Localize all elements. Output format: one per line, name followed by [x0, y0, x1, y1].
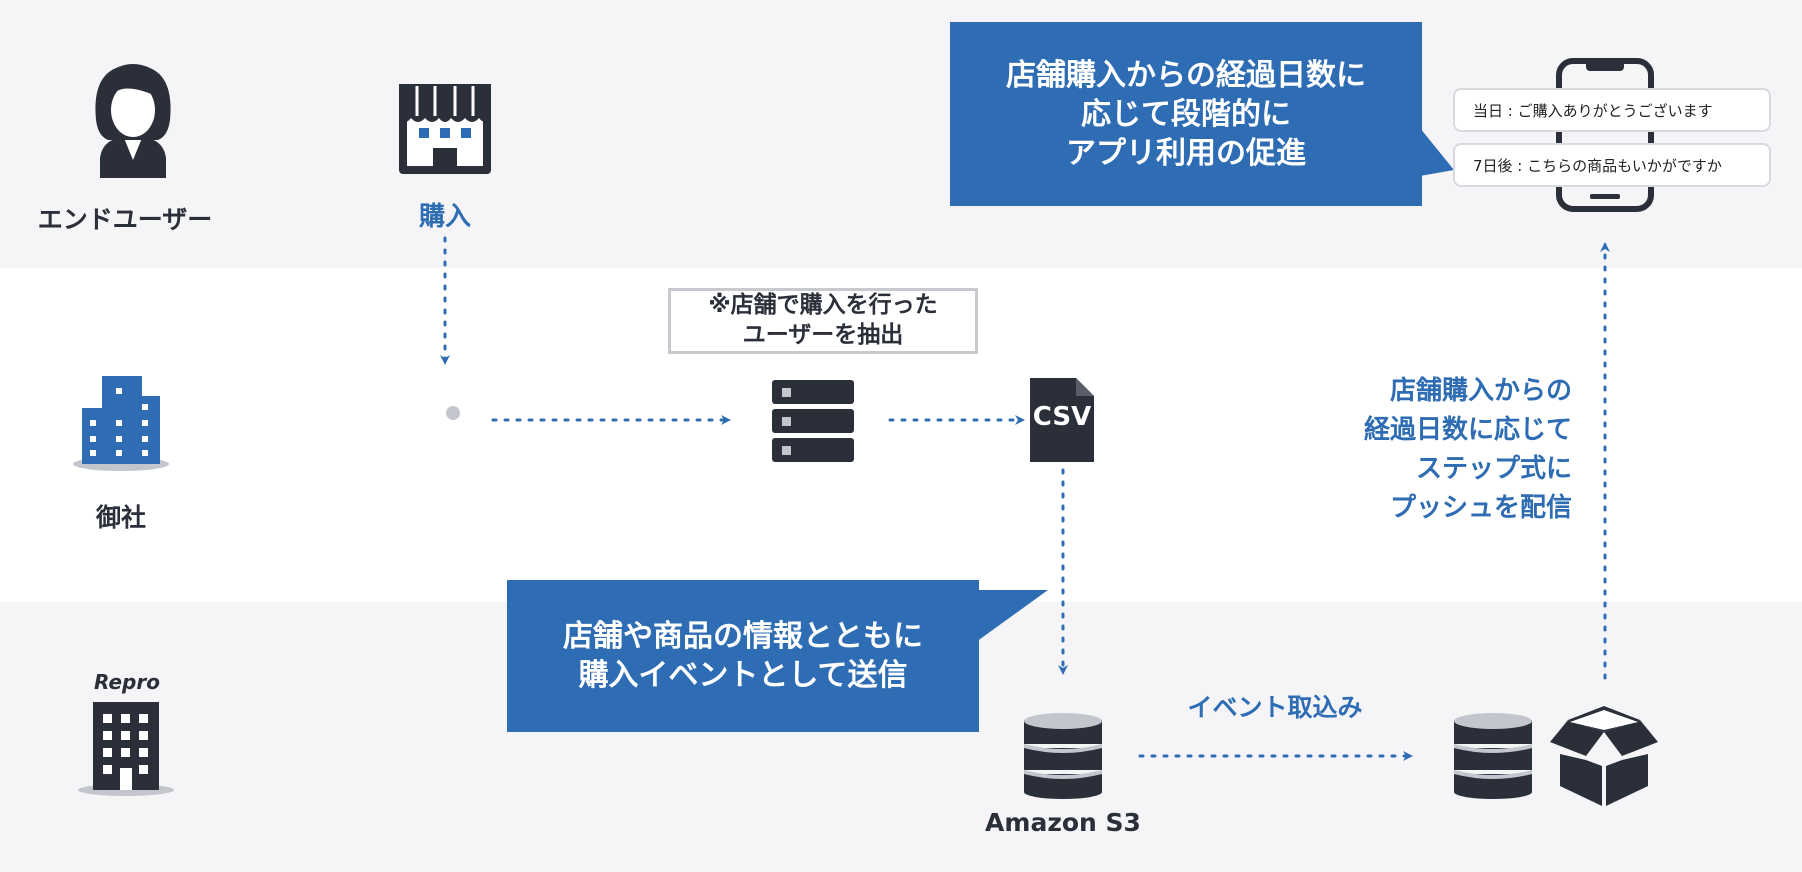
promo-line-2: 応じて段階的に [1081, 96, 1291, 132]
store-label: 購入 [418, 202, 471, 232]
extract-note-line-1: ※店舗で購入を行った [708, 292, 938, 319]
csv-label: CSV [1032, 402, 1092, 432]
end-user-label: エンドユーザー [37, 205, 213, 234]
promo-line-1: 店舗購入からの経過日数に [1006, 57, 1366, 93]
repro-logo: Repro [94, 670, 160, 694]
message-today: 当日 : ご購入ありがとうございます [1453, 88, 1771, 132]
s3-database-icon [1022, 712, 1104, 800]
building-icon [70, 374, 172, 474]
push-line-4: プッシュを配信 [1389, 493, 1572, 523]
push-description: 店舗購入からの 経過日数に応じて ステップ式に プッシュを配信 [1300, 372, 1572, 528]
smartphone-icon [1556, 58, 1654, 212]
send-line-2: 購入イベントとして送信 [578, 658, 908, 693]
extract-note-line-2: ユーザーを抽出 [742, 322, 904, 348]
csv-file-icon [1028, 376, 1096, 464]
user-icon [80, 58, 186, 180]
start-dot [446, 406, 460, 420]
promo-callout-tail [1420, 128, 1454, 176]
store-icon [395, 80, 495, 176]
send-line-1: 店舗や商品の情報とともに [563, 619, 923, 654]
end-user-lane [0, 0, 1802, 268]
box-icon [1548, 702, 1660, 810]
repro-building-icon [76, 698, 176, 798]
import-label: イベント取込み [1187, 693, 1363, 722]
push-line-2: 経過日数に応じて [1363, 415, 1572, 445]
send-callout: 店舗や商品の情報とともに 購入イベントとして送信 [507, 580, 979, 732]
push-line-3: ステップ式に [1415, 454, 1572, 484]
repro-database-icon [1452, 712, 1534, 800]
s3-label: Amazon S3 [985, 808, 1141, 837]
promo-line-3: アプリ利用の促進 [1066, 135, 1306, 171]
message-7days: 7日後 : こちらの商品もいかがですか [1453, 143, 1771, 187]
extract-note: ※店舗で購入を行った ユーザーを抽出 [668, 288, 978, 354]
push-line-1: 店舗購入からの [1389, 376, 1572, 406]
server-icon [770, 378, 856, 464]
promo-callout: 店舗購入からの経過日数に 応じて段階的に アプリ利用の促進 [950, 22, 1422, 206]
company-label: 御社 [95, 503, 146, 532]
send-callout-tail [976, 590, 1048, 642]
